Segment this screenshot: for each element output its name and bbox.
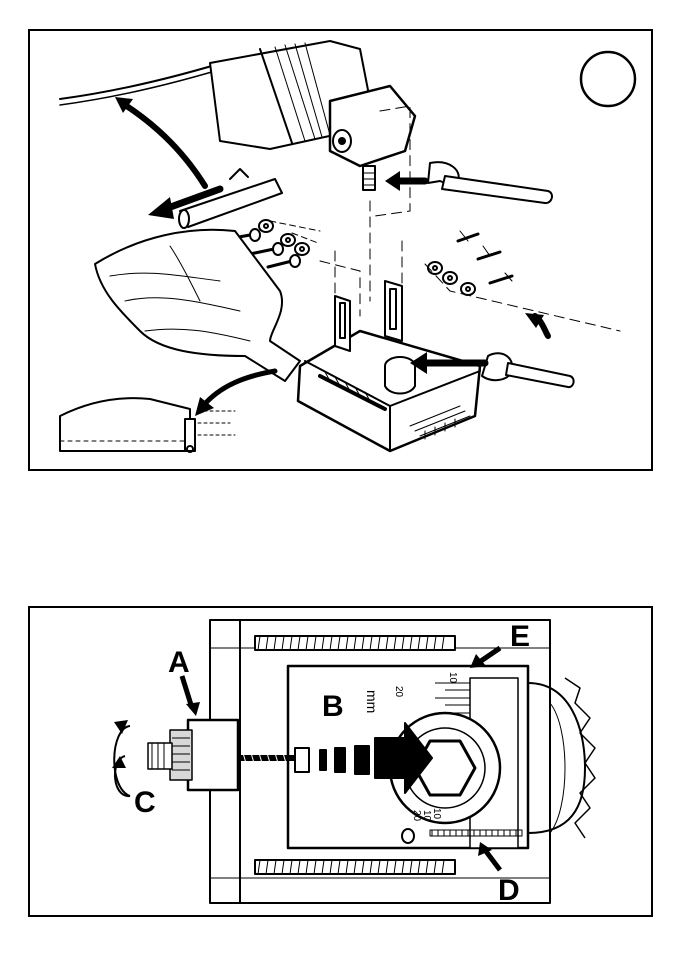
assembly-illustration-panel xyxy=(28,29,653,471)
label-c: C xyxy=(134,788,156,818)
scale-bottom-tick-10a: 10 xyxy=(431,808,442,819)
scale-top-tick-20: 20 xyxy=(393,686,404,697)
rail-bottom xyxy=(255,860,455,874)
open-wrench xyxy=(482,353,574,387)
flat-wrench xyxy=(428,162,552,203)
depth-adjust-drawing xyxy=(30,608,651,915)
depth-adjust-panel: A B C D E mm 10 20 10 10 20 xyxy=(28,606,653,917)
curved-arrow-bag xyxy=(203,371,275,406)
grinder-motor xyxy=(210,41,415,190)
label-a: A xyxy=(168,648,190,678)
scale-top-tick-10: 10 xyxy=(447,672,458,683)
dust-bag xyxy=(95,230,300,381)
adjust-knob-a xyxy=(148,720,238,790)
step-badge-circle xyxy=(581,52,635,106)
curved-arrow-cord xyxy=(122,103,205,186)
power-cord xyxy=(60,59,235,99)
assembly-drawing xyxy=(30,31,651,469)
label-b: B xyxy=(322,692,344,722)
scale-unit-label: mm xyxy=(364,690,380,713)
pointer-a xyxy=(182,676,192,708)
scale-bottom-tick-10b: 10 xyxy=(421,810,432,821)
rail-top xyxy=(255,636,455,650)
label-d: D xyxy=(498,876,520,906)
scale-bottom-tick-20: 20 xyxy=(411,810,422,821)
label-e: E xyxy=(510,622,530,652)
screw-set-right xyxy=(425,231,620,331)
